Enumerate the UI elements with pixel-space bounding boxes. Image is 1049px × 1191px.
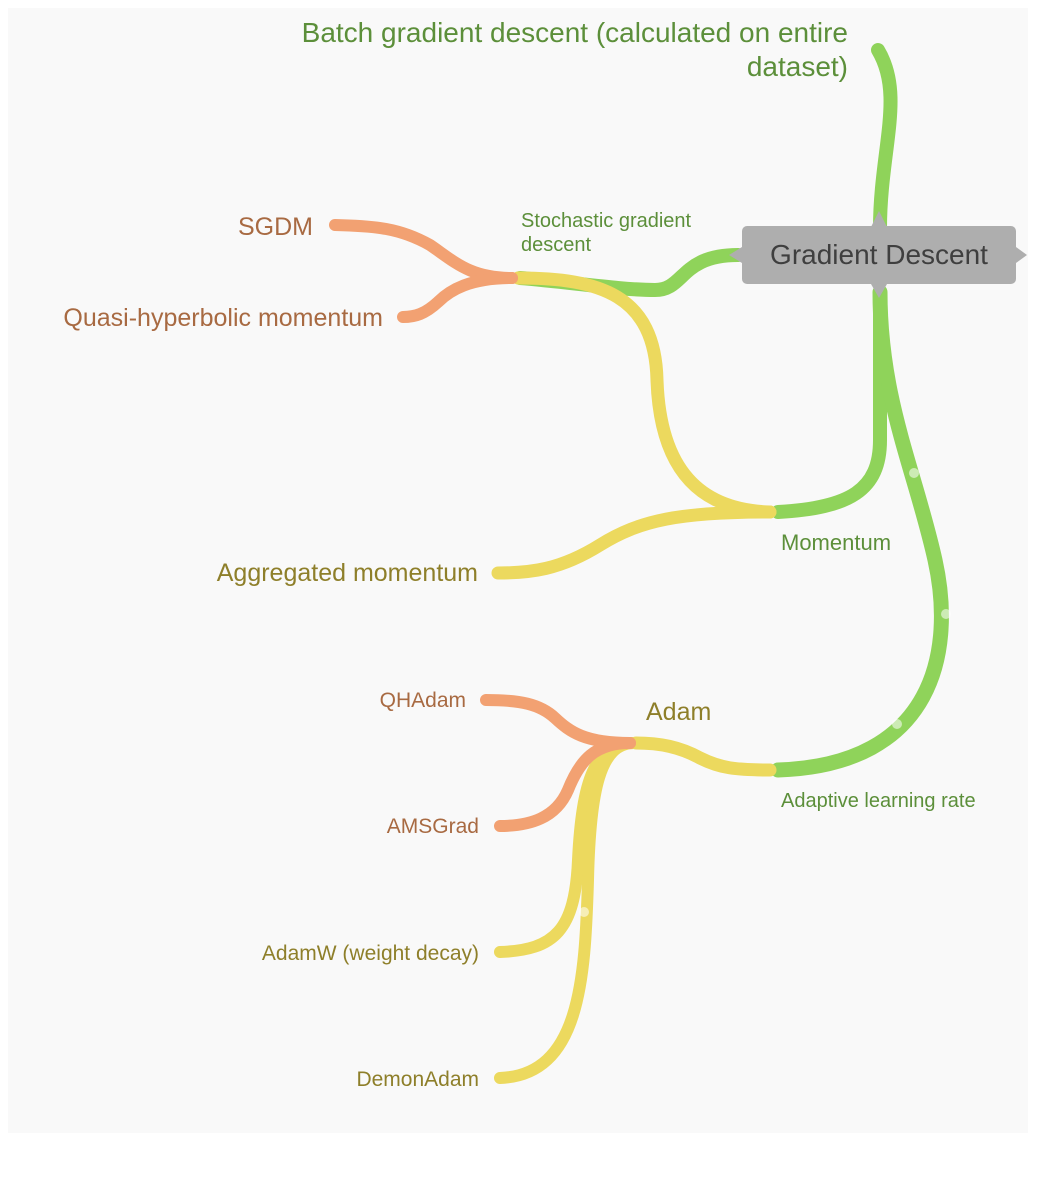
root-notch bbox=[1016, 247, 1027, 263]
node-aggregated-momentum[interactable]: Aggregated momentum bbox=[217, 558, 478, 588]
node-label: Adam bbox=[646, 698, 712, 726]
node-amsgrad[interactable]: AMSGrad bbox=[387, 814, 479, 839]
branch-amsgrad bbox=[494, 737, 636, 832]
root-node-gradient-descent[interactable]: Gradient Descent bbox=[742, 226, 1016, 284]
node-label: QHAdam bbox=[379, 689, 466, 712]
branch-sgd-to-momentum bbox=[511, 271, 777, 519]
node-quasi-hyperbolic-momentum[interactable]: Quasi-hyperbolic momentum bbox=[63, 303, 383, 333]
branch-batch bbox=[871, 43, 898, 235]
branch-qhm bbox=[397, 272, 518, 323]
branch-aggmo bbox=[491, 505, 777, 580]
node-label: Momentum bbox=[781, 530, 892, 555]
node-label: Quasi-hyperbolic momentum bbox=[63, 304, 383, 332]
node-label-line: Stochastic gradient bbox=[521, 210, 692, 232]
node-label-line: dataset) bbox=[746, 50, 848, 82]
node-label-line: descent bbox=[521, 234, 592, 256]
node-label: SGDM bbox=[238, 213, 313, 241]
branch-dot bbox=[909, 468, 919, 478]
node-label: Aggregated momentum bbox=[216, 559, 478, 587]
branch-adamw bbox=[494, 737, 640, 958]
node-adam[interactable]: Adam bbox=[646, 697, 711, 727]
branch-sgdm bbox=[329, 219, 518, 284]
root-notch bbox=[871, 211, 887, 227]
branch-adam bbox=[629, 736, 777, 777]
node-sgdm[interactable]: SGDM bbox=[238, 212, 313, 242]
node-demonadam[interactable]: DemonAdam bbox=[356, 1067, 479, 1092]
branch-dot bbox=[941, 609, 951, 619]
node-label-line: Batch gradient descent (calculated on en… bbox=[301, 17, 848, 48]
branch-dot bbox=[579, 907, 589, 917]
branch-adaptive bbox=[770, 284, 949, 778]
node-stochastic-gradient-descent[interactable]: Stochastic gradient descent bbox=[521, 209, 691, 257]
branch-momentum bbox=[771, 285, 887, 519]
root-node-label: Gradient Descent bbox=[770, 239, 988, 270]
root-notch bbox=[729, 247, 742, 263]
branch-dot bbox=[892, 719, 902, 729]
node-qhadam[interactable]: QHAdam bbox=[380, 688, 466, 713]
node-adamw[interactable]: AdamW (weight decay) bbox=[262, 941, 479, 966]
node-momentum[interactable]: Momentum bbox=[781, 530, 891, 556]
branch-demonadam bbox=[494, 737, 640, 1084]
node-batch-gradient-descent[interactable]: Batch gradient descent (calculated on en… bbox=[302, 16, 848, 83]
node-label: Adaptive learning rate bbox=[781, 790, 976, 812]
node-adaptive-learning-rate[interactable]: Adaptive learning rate bbox=[781, 789, 976, 813]
root-notch bbox=[871, 284, 887, 298]
node-label: DemonAdam bbox=[356, 1068, 479, 1091]
node-label: AdamW (weight decay) bbox=[261, 942, 479, 965]
node-label: AMSGrad bbox=[386, 815, 479, 838]
branch-qhadam bbox=[480, 694, 636, 749]
